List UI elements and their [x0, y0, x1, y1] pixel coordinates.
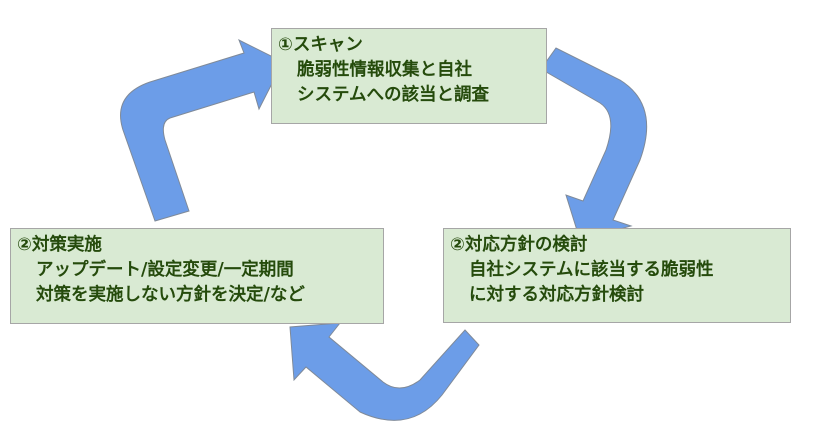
step-measure-line-2: 対策を実施しない方針を決定/など: [36, 285, 305, 305]
step-scan-title: ①スキャン: [278, 35, 363, 55]
step-measure-title: ②対策実施: [17, 235, 102, 255]
step-policy-line-1: 自社システムに該当する脆弱性: [469, 260, 714, 280]
arrow-measure-to-scan: [120, 38, 284, 222]
arrow-policy-to-measure: [289, 322, 480, 421]
step-measure-box: ②対策実施 アップデート/設定変更/一定期間 対策を実施しない方針を決定/など: [10, 228, 384, 324]
step-scan-line-1: 脆弱性情報収集と自社: [297, 60, 472, 80]
step-policy-title: ②対応方針の検討: [450, 235, 588, 255]
step-policy-box: ②対応方針の検討 自社システムに該当する脆弱性 に対する対応方針検討: [443, 228, 791, 323]
step-scan-box: ①スキャン 脆弱性情報収集と自社 システムへの該当と調査: [271, 28, 547, 124]
step-measure-line-1: アップデート/設定変更/一定期間: [36, 260, 294, 280]
step-policy-line-2: に対する対応方針検討: [469, 285, 644, 305]
arrow-scan-to-policy: [540, 47, 648, 241]
step-scan-line-2: システムへの該当と調査: [297, 85, 489, 105]
